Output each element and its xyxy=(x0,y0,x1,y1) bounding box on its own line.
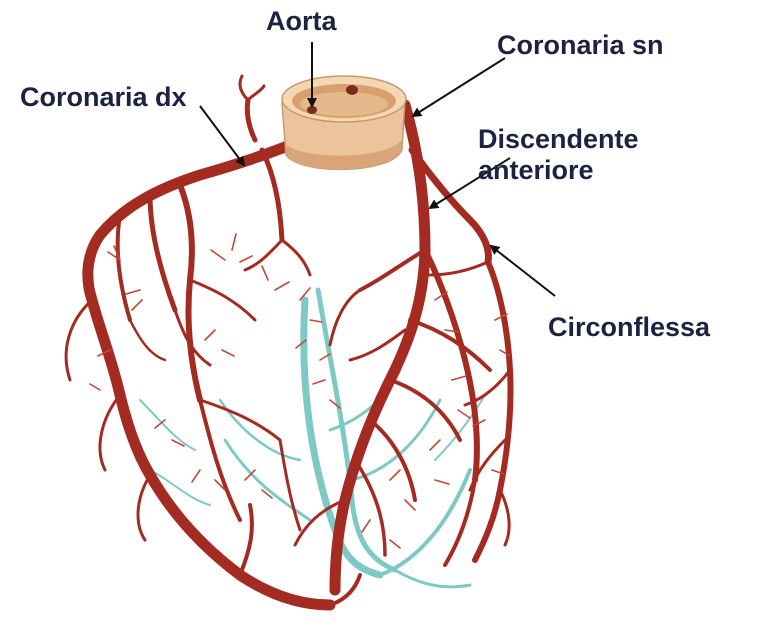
circonflessa-label: Circonflessa xyxy=(548,312,710,343)
right-coronary-artery xyxy=(88,145,330,605)
discendente-label-line1: Discendente xyxy=(478,124,639,155)
aorta-label: Aorta xyxy=(266,6,337,37)
discendente-anteriore-label: Discendente anteriore xyxy=(478,124,639,186)
aorta-vessel xyxy=(282,76,406,169)
coronaria-sn-arrow xyxy=(413,58,505,116)
discendente-label-line2: anteriore xyxy=(478,155,639,186)
coronaria-sn-label: Coronaria sn xyxy=(497,30,664,61)
coronaria-dx-arrow xyxy=(200,106,244,165)
artery-twigs xyxy=(90,234,510,548)
coronaria-dx-label: Coronaria dx xyxy=(20,82,187,113)
circonflessa-arrow xyxy=(491,246,555,296)
